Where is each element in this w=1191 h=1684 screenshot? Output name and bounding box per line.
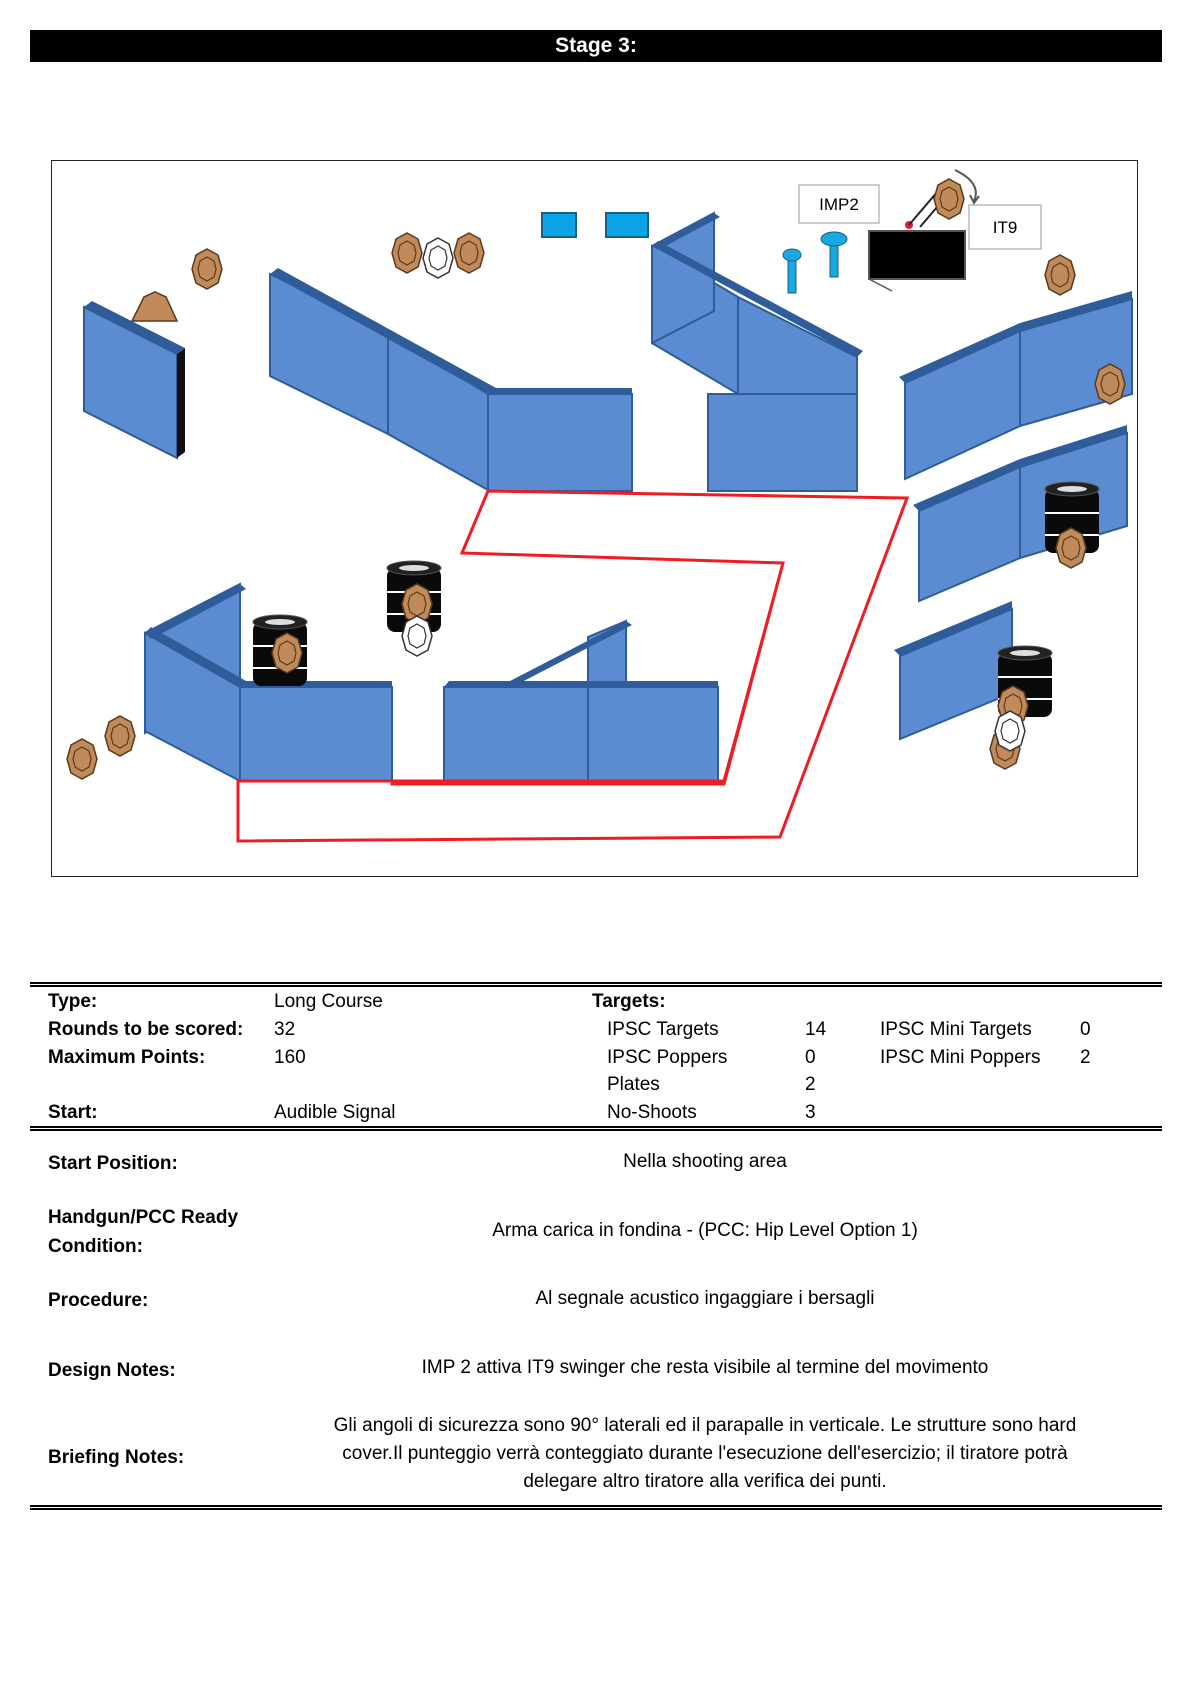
swinger-arrow-icon bbox=[954, 169, 977, 202]
plate bbox=[541, 212, 577, 238]
ipsc-target bbox=[271, 632, 303, 674]
no-shoot bbox=[994, 710, 1026, 752]
procedure-label: Procedure: bbox=[48, 1290, 149, 1311]
ipsc-target bbox=[1055, 527, 1087, 569]
start-position-label: Start Position: bbox=[48, 1153, 178, 1174]
start-label: Start: bbox=[48, 1102, 98, 1123]
ipsc-target bbox=[66, 738, 98, 780]
target-type-name: No-Shoots bbox=[607, 1102, 697, 1123]
target-type-count: 0 bbox=[805, 1047, 816, 1068]
points-value: 160 bbox=[274, 1047, 306, 1068]
wall-right-lower bbox=[894, 601, 1013, 741]
briefing-notes-line: Gli angoli di sicurezza sono 90° lateral… bbox=[333, 1415, 1077, 1436]
target-type-name: IPSC Targets bbox=[607, 1019, 719, 1040]
ipsc-target bbox=[1044, 254, 1076, 296]
ipsc-target bbox=[933, 178, 965, 220]
ipsc-target bbox=[191, 248, 223, 290]
design-notes-label: Design Notes: bbox=[48, 1360, 176, 1381]
type-label: Type: bbox=[48, 991, 98, 1012]
target-type-count: 2 bbox=[805, 1074, 816, 1095]
target-type-count: 14 bbox=[805, 1019, 827, 1040]
rounds-label: Rounds to be scored: bbox=[48, 1019, 244, 1040]
type-value: Long Course bbox=[274, 991, 383, 1012]
briefing-notes-line: delegare altro tiratore alla verifica de… bbox=[523, 1471, 887, 1492]
ipsc-target bbox=[1094, 363, 1126, 405]
ipsc-target bbox=[104, 715, 136, 757]
wall-top-left bbox=[269, 268, 633, 492]
points-label: Maximum Points: bbox=[48, 1047, 206, 1068]
start-value: Audible Signal bbox=[274, 1102, 396, 1123]
ready-condition-value: Arma carica in fondina - (PCC: Hip Level… bbox=[492, 1220, 918, 1241]
divider-middle bbox=[30, 1126, 1162, 1131]
ready-condition-label-line2: Condition: bbox=[48, 1236, 143, 1257]
wall-left-solo bbox=[83, 301, 185, 460]
imp2-activator bbox=[868, 230, 966, 280]
shooting-area-boundary bbox=[236, 489, 910, 843]
target-type-count: 3 bbox=[805, 1102, 816, 1123]
divider-top bbox=[30, 982, 1162, 987]
rounds-value: 32 bbox=[274, 1019, 296, 1040]
briefing-notes-label: Briefing Notes: bbox=[48, 1447, 185, 1468]
stage-diagram-svg: IMP2 IT9 bbox=[66, 169, 1133, 843]
no-shoot bbox=[422, 237, 454, 279]
briefing-notes-line: cover.Il punteggio verrà conteggiato dur… bbox=[342, 1443, 1068, 1464]
target-type-name: Plates bbox=[607, 1074, 660, 1095]
label-it9: IT9 bbox=[993, 218, 1018, 237]
ipsc-target bbox=[453, 232, 485, 274]
plate bbox=[605, 212, 649, 238]
ready-condition-label-line1: Handgun/PCC Ready bbox=[48, 1207, 239, 1228]
mini-popper bbox=[820, 231, 848, 278]
label-imp2: IMP2 bbox=[819, 195, 859, 214]
stage-diagram: IMP2 IT9 bbox=[51, 160, 1138, 877]
wall-bottom-center bbox=[443, 619, 719, 782]
no-shoot bbox=[401, 615, 433, 657]
divider-bottom bbox=[30, 1505, 1162, 1510]
mini-target-name: IPSC Mini Poppers bbox=[880, 1047, 1041, 1068]
mini-target-count: 0 bbox=[1080, 1019, 1091, 1040]
mini-popper bbox=[782, 248, 802, 294]
targets-label: Targets: bbox=[592, 991, 666, 1012]
ipsc-target bbox=[391, 232, 423, 274]
target-type-name: IPSC Poppers bbox=[607, 1047, 728, 1068]
start-position-value: Nella shooting area bbox=[623, 1151, 787, 1172]
stage-title: Stage 3: bbox=[30, 30, 1162, 62]
mini-target-count: 2 bbox=[1080, 1047, 1091, 1068]
wall-top-center bbox=[651, 211, 863, 492]
design-notes-value: IMP 2 attiva IT9 swinger che resta visib… bbox=[421, 1357, 989, 1378]
procedure-value: Al segnale acustico ingaggiare i bersagl… bbox=[535, 1288, 875, 1309]
ipsc-target bbox=[130, 291, 179, 322]
mini-target-name: IPSC Mini Targets bbox=[880, 1019, 1032, 1040]
